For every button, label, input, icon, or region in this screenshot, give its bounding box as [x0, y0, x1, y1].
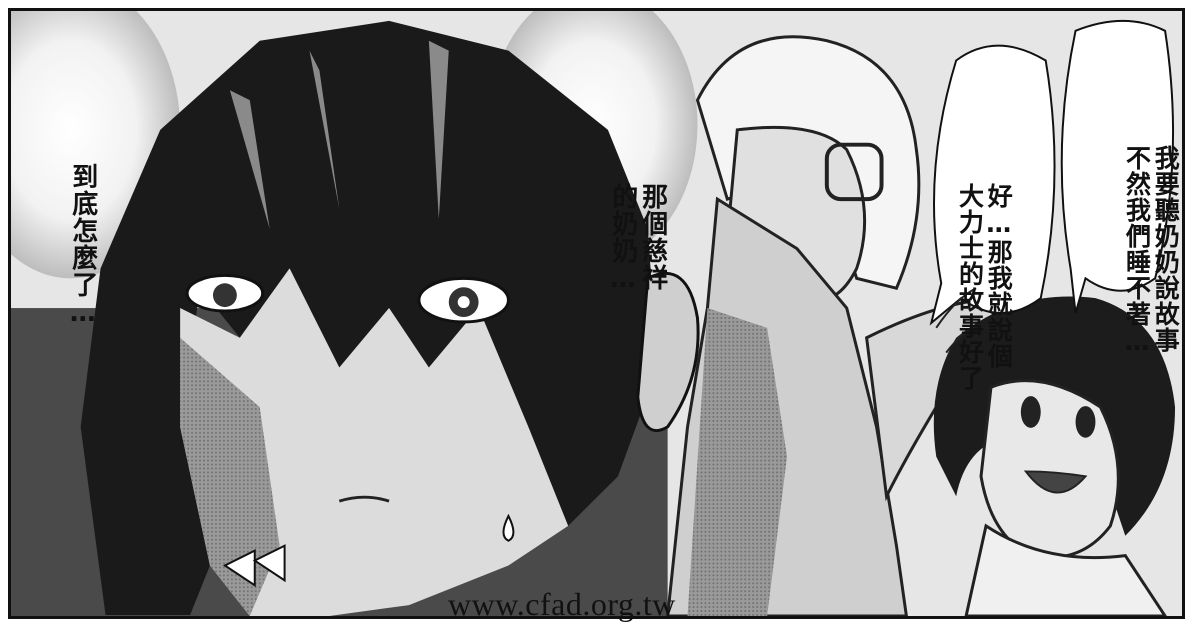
grandma-speech-text: 好…那我就說個 大力士的故事好了 — [926, 63, 1041, 391]
child-mouth — [1023, 470, 1088, 494]
watermark: www.cfad.org.tw — [448, 586, 676, 622]
speech-line-1: 我要聽奶奶說故事 — [1151, 145, 1181, 353]
child-face — [979, 379, 1120, 560]
thought-text-left: 到底怎麼了… — [37, 39, 127, 329]
girl-speech-bubble — [1060, 19, 1175, 314]
grandma-speech-bubble — [929, 44, 1056, 326]
speech-line-2: 大力士的故事好了 — [955, 183, 985, 391]
manga-illustration — [11, 11, 1182, 616]
thought-line-2: 的奶奶… — [607, 183, 638, 295]
thought-line-1: 到底怎麼了… — [67, 163, 98, 329]
thought-line-1: 那個慈祥 — [637, 183, 668, 291]
manga-panel: 到底怎麼了… 那個慈祥 的奶奶… 好…那我就說個 大力士的故事好了 我要聽奶奶說… — [8, 8, 1185, 619]
tear — [502, 513, 515, 542]
girl-hair — [80, 20, 658, 616]
girl-speech-text: 我要聽奶奶說故事 不然我們睡不著… — [1093, 25, 1182, 357]
speech-line-1: 好…那我就說個 — [984, 183, 1014, 369]
thought-text-center: 那個慈祥 的奶奶… — [577, 59, 697, 295]
glasses — [824, 142, 884, 202]
girl-ear — [636, 272, 700, 433]
ribbon — [222, 544, 286, 588]
speech-line-2: 不然我們睡不著… — [1122, 145, 1152, 357]
